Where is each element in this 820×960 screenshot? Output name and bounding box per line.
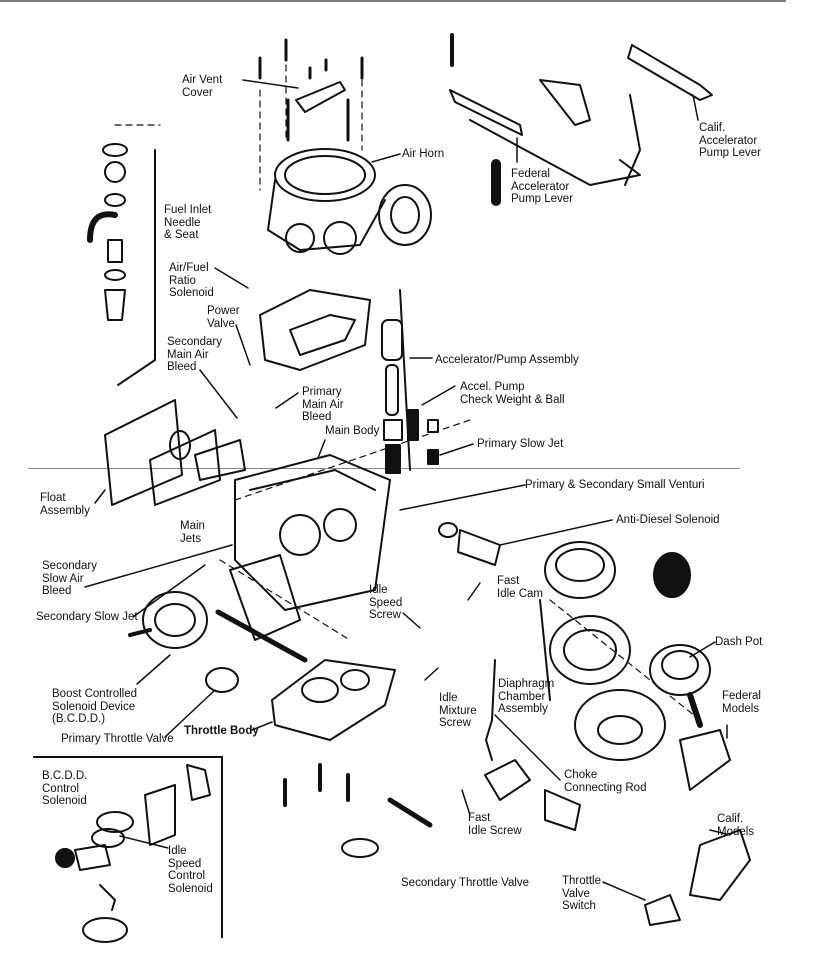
label-secondary-throttle-valve: Secondary Throttle Valve: [401, 877, 530, 889]
dash-pot-part: [649, 552, 711, 728]
label-air-vent-cover: Air Vent Cover: [182, 74, 223, 99]
air-vent-cover-part: [295, 81, 346, 113]
label-primary-secondary-small-venturi: Primary & Secondary Small Venturi: [525, 479, 705, 491]
air-horn-part: [267, 148, 432, 255]
label-air-horn: Air Horn: [402, 148, 445, 160]
top-bolts: [258, 38, 364, 142]
label-idle-mixture-screw: Idle Mixture Screw: [439, 692, 477, 729]
label-main-body: Main Body: [325, 425, 380, 437]
label-air-fuel-ratio-solenoid: Air/Fuel Ratio Solenoid: [169, 262, 214, 299]
accelerator-levers: [449, 33, 713, 206]
label-dash-pot: Dash Pot: [715, 636, 763, 648]
label-power-valve: Power Valve: [207, 305, 240, 330]
label-diaphragm-chamber-assembly: Diaphragm Chamber Assembly: [498, 678, 555, 715]
diaphragm-chamber-part: [539, 541, 666, 761]
primary-throttle-valve-part: [205, 667, 239, 693]
fuel-inlet-stack: [87, 143, 156, 386]
label-primary-slow-jet: Primary Slow Jet: [477, 438, 564, 450]
secondary-throttle-valve-part: [341, 838, 379, 858]
label-idle-speed-screw: Idle Speed Screw: [369, 584, 403, 621]
label-secondary-main-air-bleed: Secondary Main Air Bleed: [167, 336, 222, 373]
scan-line: [28, 468, 740, 469]
label-federal-accelerator-pump-lever: Federal Accelerator Pump Lever: [511, 168, 574, 205]
label-fast-idle-cam: Fast Idle Cam: [497, 575, 544, 600]
label-federal-models: Federal Models: [722, 690, 761, 715]
label-accel-pump-check-weight-ball: Accel. Pump Check Weight & Ball: [460, 381, 565, 406]
float-assembly-part: [104, 399, 246, 506]
federal-bracket: [679, 729, 731, 791]
label-fuel-inlet-needle-seat: Fuel Inlet Needle & Seat: [164, 204, 212, 241]
label-throttle-valve-switch: Throttle Valve Switch: [562, 875, 601, 912]
calif-bracket: [689, 829, 751, 901]
dashed-guides: [114, 64, 701, 721]
accelerator-pump-column: [381, 289, 439, 474]
bcdd-inset-box: [33, 756, 223, 938]
throttle-valve-switch-part: [644, 894, 681, 926]
label-secondary-slow-air-bleed: Secondary Slow Air Bleed: [42, 560, 97, 597]
bcdd-part: [128, 591, 208, 649]
label-anti-diesel-solenoid: Anti-Diesel Solenoid: [616, 514, 720, 526]
label-primary-main-air-bleed: Primary Main Air Bleed: [302, 386, 344, 423]
lower-bolts: [283, 763, 350, 807]
inset-parts: [55, 764, 211, 943]
label-throttle-body: Throttle Body: [184, 725, 259, 737]
label-float-assembly: Float Assembly: [40, 492, 90, 517]
label-choke-connecting-rod: Choke Connecting Rod: [564, 769, 647, 794]
fast-idle-lever: [484, 759, 531, 801]
choke-connecting-rod-part: [485, 659, 496, 761]
label-accelerator-pump-assembly: Accelerator/Pump Assembly: [435, 354, 579, 366]
label-secondary-slow-jet: Secondary Slow Jet: [36, 611, 138, 623]
label-fast-idle-screw: Fast Idle Screw: [468, 812, 522, 837]
main-body-part: [229, 454, 391, 641]
label-main-jets: Main Jets: [180, 520, 205, 545]
air-horn-gasket: [259, 289, 371, 371]
leader-lines: [84, 79, 731, 901]
label-calif-models: Calif. Models: [717, 813, 755, 838]
choke-housing: [544, 789, 581, 831]
label-boost-controlled-solenoid-device: Boost Controlled Solenoid Device (B.C.D.…: [52, 688, 138, 725]
label-idle-speed-control-solenoid: Idle Speed Control Solenoid: [168, 845, 213, 895]
anti-diesel-solenoid-part: [438, 522, 501, 566]
throttle-body-part: [271, 659, 396, 741]
top-rule: [0, 0, 786, 2]
label-primary-throttle-valve: Primary Throttle Valve: [61, 733, 174, 745]
label-calif-accelerator-pump-lever: Calif. Accelerator Pump Lever: [699, 122, 762, 159]
label-bcdd-control-solenoid: B.C.D.D. Control Solenoid: [42, 770, 88, 807]
